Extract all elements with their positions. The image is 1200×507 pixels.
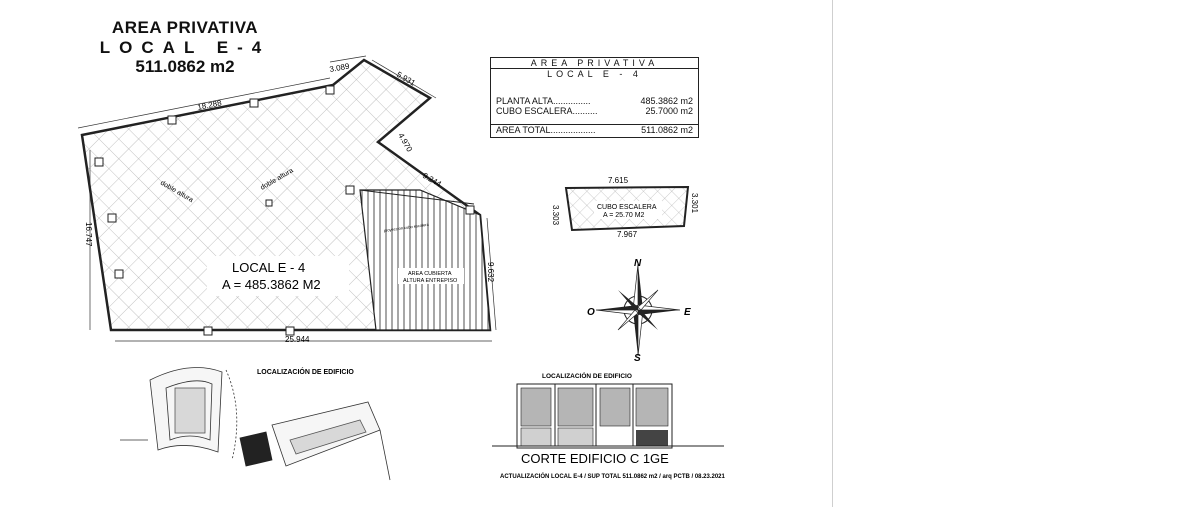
cubo-bottom-dim: 7.967	[617, 230, 638, 239]
dim-3089: 3.089	[329, 62, 351, 74]
section-name: CORTE EDIFICIO C 1GE	[521, 451, 669, 466]
cubo-escalera-label: CUBO ESCALERA..........	[496, 106, 598, 116]
planta-alta-value: 485.3862 m2	[640, 96, 693, 106]
area-total-value: 511.0862 m2	[641, 125, 693, 135]
compass-e: E	[684, 307, 691, 318]
cubo-left-dim: 3.303	[551, 205, 560, 226]
area-total-label: AREA TOTAL..................	[496, 125, 596, 135]
area-table-row: CUBO ESCALERA.......... 25.7000 m2	[491, 106, 698, 116]
title-block: AREA PRIVATIVA LOCAL E-4 511.0862 m2	[60, 18, 310, 77]
area-table-total-row: AREA TOTAL.................. 511.0862 m2	[491, 125, 698, 135]
compass-o: O	[587, 307, 595, 318]
dim-25944: 25.944	[285, 335, 310, 344]
area-table-header-2: LOCAL E - 4	[547, 69, 642, 79]
floor-plan: 3.089 5.931 18.288 4.970 9.244 16.747 9.…	[77, 55, 497, 344]
area-table: AREA PRIVATIVA LOCAL E - 4 PLANTA ALTA..…	[490, 57, 699, 138]
local-name-label: LOCAL E - 4	[232, 260, 305, 275]
cubo-top-dim: 7.615	[608, 176, 629, 185]
title-local: LOCAL E-4	[99, 37, 271, 57]
location-title: LOCALIZACIÓN DE EDIFICIO	[257, 367, 354, 376]
cubierta-label-2: ALTURA ENTREPISO	[403, 278, 458, 284]
title-area-privativa: AREA PRIVATIVA	[111, 18, 259, 37]
title-total-area: 511.0862 m2	[135, 57, 235, 77]
secondary-drawings: 7.615 7.967 3.303 3.301 CUBO ESCALERA A …	[120, 176, 726, 481]
cubo-right-dim: 3.301	[690, 193, 699, 214]
cubo-escalera-value: 25.7000 m2	[645, 106, 693, 116]
cubo-area: A = 25.70 M2	[603, 212, 645, 219]
section-footer: ACTUALIZACIÓN LOCAL E-4 / SUP TOTAL 511.…	[500, 472, 726, 480]
compass-icon	[595, 263, 681, 357]
area-table-header-1: AREA PRIVATIVA	[491, 58, 698, 69]
small-note-label: proyeccion cubo escalera	[383, 222, 429, 233]
cubierta-label-1: AREA CUBIERTA	[408, 271, 452, 277]
planta-alta-label: PLANTA ALTA...............	[496, 96, 591, 106]
local-area-label: A = 485.3862 M2	[222, 277, 321, 292]
dim-16747: 16.747	[84, 222, 93, 247]
page-divider	[832, 0, 833, 507]
building-section	[492, 383, 724, 449]
cubo-name: CUBO ESCALERA	[597, 204, 657, 211]
site-plan	[120, 367, 391, 481]
area-table-row: PLANTA ALTA............... 485.3862 m2	[491, 96, 698, 106]
compass-n: N	[634, 258, 642, 269]
section-title: LOCALIZACIÓN DE EDIFICIO	[542, 371, 632, 380]
compass-s: S	[634, 353, 641, 364]
dim-9632: 9.632	[486, 262, 495, 283]
